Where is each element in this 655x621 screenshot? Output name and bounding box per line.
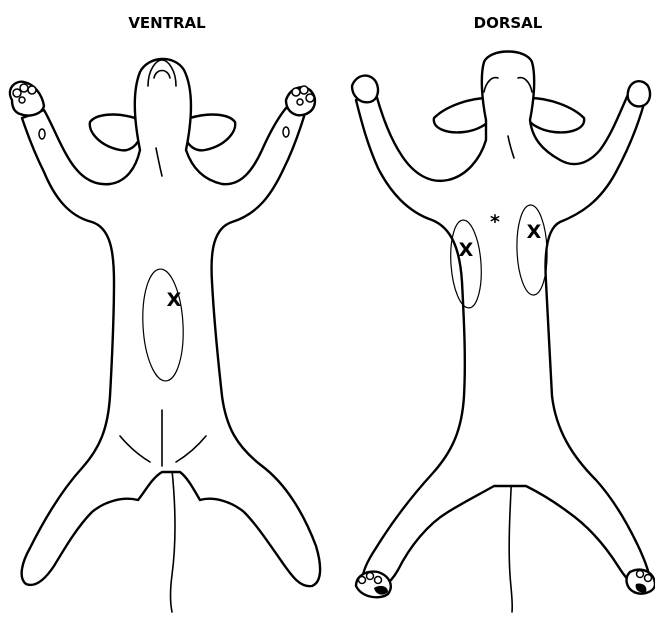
ventral-body-outline <box>22 59 320 586</box>
dorsal-view: DORSAL <box>352 14 655 612</box>
ventral-left-ear <box>90 115 140 151</box>
ventral-view: VENTRAL <box>10 14 320 612</box>
dorsal-tail <box>509 470 512 612</box>
dorsal-right-front-paw <box>628 81 650 106</box>
dorsal-asterisk-mark: * <box>490 211 500 233</box>
dorsal-view-title: DORSAL <box>474 14 543 32</box>
ventral-right-ear <box>185 115 235 151</box>
dorsal-left-front-paw <box>352 76 378 103</box>
dorsal-left-x-mark: X <box>459 239 474 261</box>
ventral-x-mark: X <box>167 289 182 311</box>
ventral-tail <box>171 470 176 612</box>
ventral-view-title: VENTRAL <box>128 14 206 32</box>
dorsal-left-hind-paw <box>356 572 391 598</box>
dorsal-right-hind-paw <box>627 570 655 594</box>
dorsal-right-x-mark: X <box>527 221 542 243</box>
dorsal-body-outline <box>356 52 650 591</box>
